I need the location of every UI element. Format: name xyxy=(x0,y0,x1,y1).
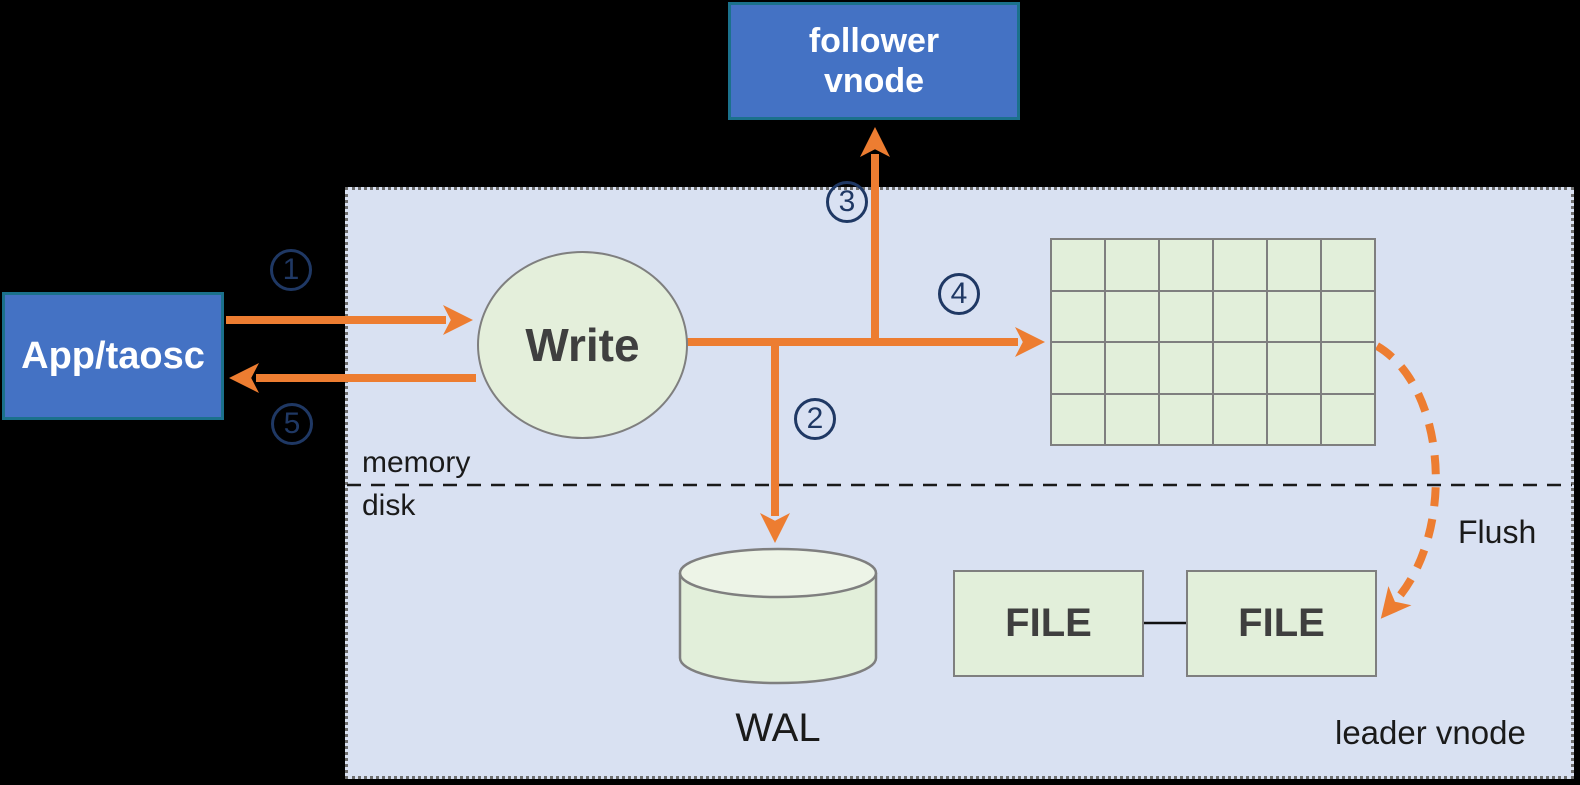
follower-vnode-node: follower vnode xyxy=(728,2,1020,120)
memtable-cell xyxy=(1051,290,1105,342)
memtable-cell xyxy=(1267,290,1321,342)
follower-vnode-label-line2: vnode xyxy=(823,62,925,100)
memtable-cell xyxy=(1321,239,1375,291)
memtable-cell xyxy=(1213,393,1267,445)
memtable-cell xyxy=(1159,393,1213,445)
file-node-1: FILE xyxy=(953,570,1144,677)
memtable-cell xyxy=(1267,239,1321,291)
memtable-cell xyxy=(1105,342,1159,394)
memtable-cell xyxy=(1213,290,1267,342)
step-badge-3: 3 xyxy=(826,181,868,223)
disk-label: disk xyxy=(362,489,416,522)
file-node-2: FILE xyxy=(1186,570,1377,677)
app-taosc-node: App/taosc xyxy=(2,292,224,420)
wal-label: WAL xyxy=(735,706,821,750)
step-badge-1: 1 xyxy=(270,249,312,291)
memtable-cell xyxy=(1051,342,1105,394)
app-taosc-label: App/taosc xyxy=(21,334,205,377)
follower-vnode-label-line1: follower xyxy=(808,22,940,60)
memtable-cell xyxy=(1105,393,1159,445)
flush-label: Flush xyxy=(1458,514,1537,550)
step-badge-4: 4 xyxy=(938,273,980,315)
memtable-cell xyxy=(1213,239,1267,291)
memtable-cell xyxy=(1267,393,1321,445)
wal-cylinder xyxy=(677,546,879,688)
memtable-cell xyxy=(1321,393,1375,445)
memtable-cell xyxy=(1321,290,1375,342)
write-label: Write xyxy=(525,319,640,371)
memtable-cell xyxy=(1267,342,1321,394)
memtable-cell xyxy=(1051,393,1105,445)
memtable-cell xyxy=(1051,239,1105,291)
memtable-grid xyxy=(1050,238,1376,446)
file2-label: FILE xyxy=(1238,601,1325,645)
memtable-cell xyxy=(1321,342,1375,394)
memtable-cell xyxy=(1213,342,1267,394)
memtable-cell xyxy=(1159,342,1213,394)
flush-dashed-arrow xyxy=(1374,342,1440,619)
memtable-cell xyxy=(1159,290,1213,342)
leader-vnode-label: leader vnode xyxy=(1335,714,1526,751)
write-process-node: Write xyxy=(477,251,688,439)
memory-label: memory xyxy=(362,446,471,479)
cylinder-icon xyxy=(678,547,878,685)
step-badge-2: 2 xyxy=(794,398,836,440)
memtable-cell xyxy=(1105,239,1159,291)
memtable-cell xyxy=(1159,239,1213,291)
step-badge-5: 5 xyxy=(271,403,313,445)
file1-label: FILE xyxy=(1005,601,1092,645)
memtable-cell xyxy=(1105,290,1159,342)
